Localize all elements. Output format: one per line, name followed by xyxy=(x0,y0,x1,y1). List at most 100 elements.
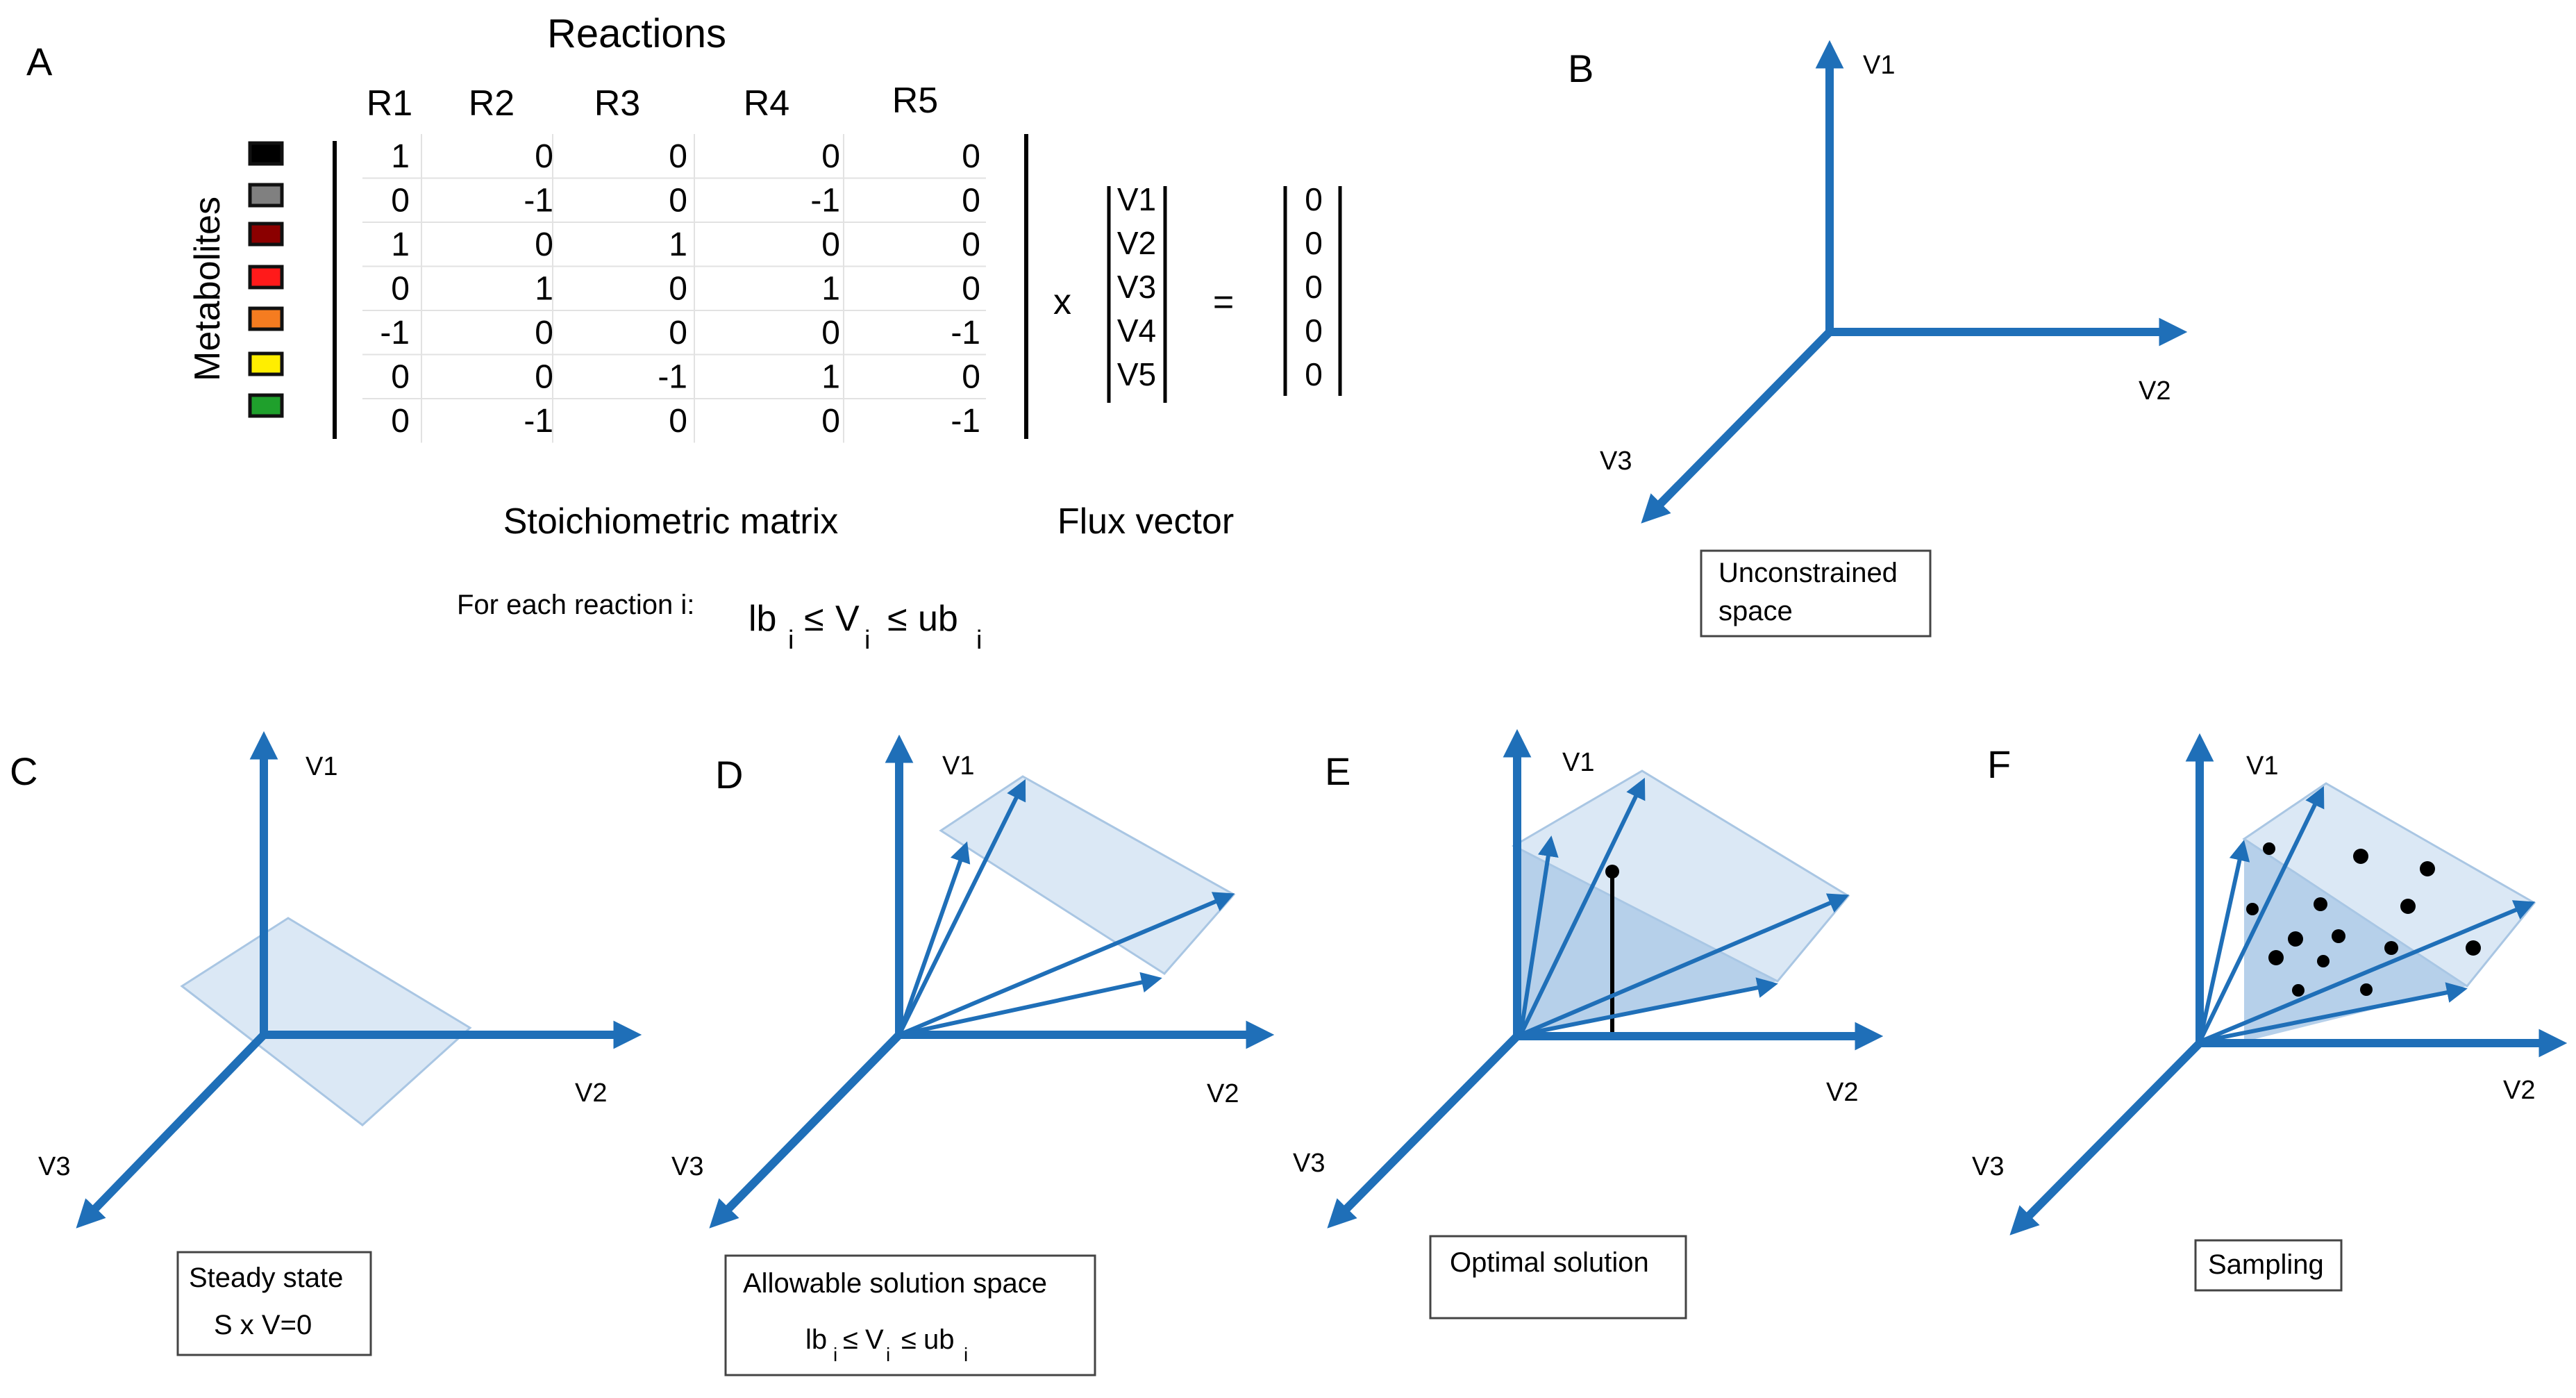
matrix-cell: -1 xyxy=(380,315,410,351)
reactions-title: Reactions xyxy=(547,11,726,56)
sample-point xyxy=(2466,940,2481,956)
constraint-v: V xyxy=(835,599,860,639)
matrix-cell: 0 xyxy=(535,226,553,263)
constraint-sub: i xyxy=(976,626,982,655)
column-header: R4 xyxy=(744,83,789,124)
flux-entry: V3 xyxy=(1117,269,1156,305)
flux-vectors xyxy=(2198,785,2536,1044)
column-header: R5 xyxy=(892,81,938,121)
metabolite-swatch xyxy=(248,265,284,290)
v1-label: V1 xyxy=(1562,748,1594,777)
times-sign: x xyxy=(1053,282,1071,322)
zero-entry: 0 xyxy=(1305,181,1323,217)
flux-vector-arrow xyxy=(1520,977,1778,1037)
sample-point xyxy=(2288,931,2303,947)
flux-vector-arrow xyxy=(897,779,1026,1036)
v1-label: V1 xyxy=(306,752,337,781)
v1-label: V1 xyxy=(942,751,974,781)
matrix-cell: 0 xyxy=(535,138,553,175)
v2-label: V2 xyxy=(575,1079,607,1108)
matrix-cell: 0 xyxy=(962,271,980,308)
flux-entry: V1 xyxy=(1117,181,1156,217)
reaction-headers: R1 R2 R3 R4 R5 xyxy=(367,81,938,124)
formula-sub: i xyxy=(964,1344,968,1365)
v3-label: V3 xyxy=(1293,1149,1325,1178)
v3-label: V3 xyxy=(38,1152,70,1181)
panel-a-letter: A xyxy=(26,40,53,83)
matrix-cell: 0 xyxy=(821,138,840,175)
sample-point xyxy=(2292,984,2305,997)
caption-line: Unconstrained xyxy=(1718,558,1898,588)
sample-point xyxy=(2332,929,2345,943)
panel-c: C V1 V2 V3 Steady state S x V=0 xyxy=(10,731,642,1356)
v2-label: V2 xyxy=(1826,1078,1858,1107)
metabolites-label: Metabolites xyxy=(187,197,228,381)
matrix-cell: 1 xyxy=(391,138,410,175)
v2-label: V2 xyxy=(2503,1076,2535,1105)
panel-b: B V1 V2 V3 Unconstrained space xyxy=(1568,40,2188,638)
flux-vector-arrow xyxy=(898,892,1235,1037)
sample-point xyxy=(2400,899,2416,914)
sample-point xyxy=(2268,950,2284,965)
caption-formula: lb i ≤ V i ≤ ub i xyxy=(805,1324,968,1365)
caption-line: S x V=0 xyxy=(214,1310,312,1340)
zero-entry: 0 xyxy=(1305,225,1323,261)
formula-leq: ≤ xyxy=(901,1324,917,1355)
matrix-cell: 0 xyxy=(962,226,980,263)
matrix-cell: 1 xyxy=(669,226,687,263)
matrix-cell: -1 xyxy=(951,315,980,351)
matrix-cell: 0 xyxy=(821,315,840,351)
metabolite-swatches xyxy=(248,141,284,418)
sample-point xyxy=(2353,849,2368,864)
flux-vector-arrow xyxy=(2198,840,2250,1042)
matrix-cell: 1 xyxy=(535,271,553,308)
matrix-cell: 0 xyxy=(669,183,687,219)
sample-points xyxy=(2246,842,2481,997)
formula-leq: ≤ xyxy=(843,1324,858,1355)
formula-sub: i xyxy=(833,1344,837,1365)
constraint-sub: i xyxy=(788,626,794,655)
constraint-lb: lb xyxy=(748,599,776,639)
panel-f-letter: F xyxy=(1987,742,2011,786)
constraint-formula: lb i ≤ V i ≤ ub i xyxy=(748,599,982,655)
matrix-cell: 0 xyxy=(535,359,553,396)
v3-axis xyxy=(2009,1040,2203,1235)
formula-ub: ub xyxy=(923,1324,955,1355)
flux-vector-arrow xyxy=(2198,900,2536,1044)
matrix-cell: 0 xyxy=(821,226,840,263)
flux-vector-arrow xyxy=(897,841,971,1035)
flux-entry: V4 xyxy=(1117,313,1156,349)
formula-sub: i xyxy=(886,1344,890,1365)
constraint-leq: ≤ xyxy=(804,599,824,639)
caption-box xyxy=(1429,1235,1687,1320)
caption-line: space xyxy=(1718,596,1793,626)
stoichiometric-matrix-label: Stoichiometric matrix xyxy=(503,501,839,542)
flux-vectors xyxy=(1519,777,1850,1037)
metabolite-swatch xyxy=(248,393,284,418)
matrix-cell: 1 xyxy=(391,226,410,263)
flux-entry: V2 xyxy=(1117,225,1156,261)
panel-c-letter: C xyxy=(10,749,37,793)
matrix-cell: 0 xyxy=(535,315,553,351)
flux-vector-arrow xyxy=(1519,777,1646,1036)
sample-point xyxy=(2360,983,2373,996)
v3-axis xyxy=(709,1031,903,1229)
flux-vector-arrow xyxy=(2199,982,2468,1044)
matrix-cell: 0 xyxy=(669,271,687,308)
sample-point xyxy=(2384,941,2398,955)
formula-v: V xyxy=(865,1324,884,1355)
flux-vector-label: Flux vector xyxy=(1057,501,1234,542)
flux-vectors xyxy=(897,779,1235,1037)
matrix-cell: 0 xyxy=(962,183,980,219)
matrix-cell: 0 xyxy=(669,315,687,351)
v3-label: V3 xyxy=(671,1152,703,1181)
constraint-sub: i xyxy=(864,626,870,655)
optimal-face xyxy=(1514,846,1778,1035)
matrix-cell: -1 xyxy=(810,183,840,219)
panel-b-letter: B xyxy=(1568,47,1594,90)
panel-d-letter: D xyxy=(715,753,743,797)
panel-e: E V1 V2 V3 Optimal solution xyxy=(1293,729,1884,1320)
